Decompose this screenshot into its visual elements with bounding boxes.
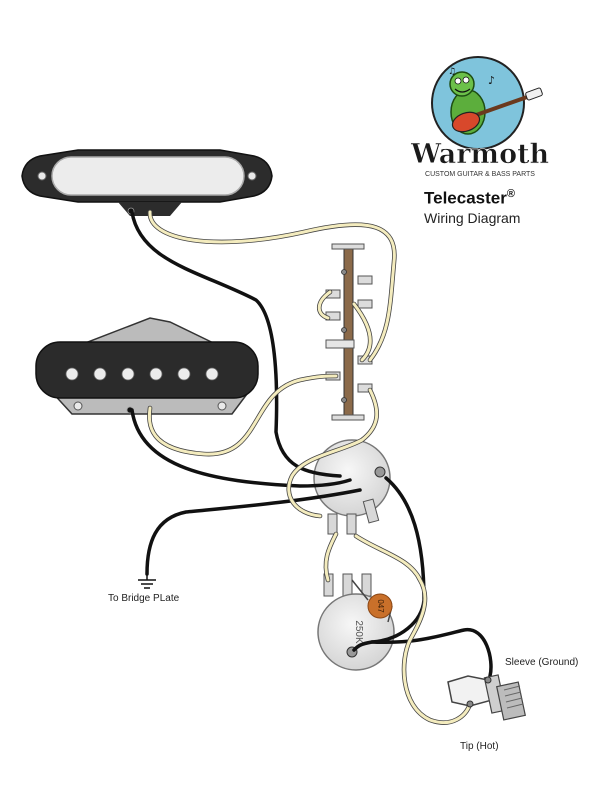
bridge-plate-label: To Bridge PLate: [108, 593, 180, 604]
tone-pot-value: 250K: [353, 620, 364, 644]
ground-wires: [130, 210, 493, 678]
capacitor-value: 047: [376, 599, 385, 613]
diagram-subtitle: Wiring Diagram: [424, 210, 521, 226]
brand-text: Warmoth: [410, 139, 550, 170]
output-jack: [447, 674, 527, 721]
three-way-switch: [325, 243, 373, 421]
pole-pieces: [65, 367, 219, 381]
tip-hot-label: Tip (Hot): [460, 741, 499, 752]
svg-text:♪: ♪: [488, 74, 495, 87]
ground-symbol-icon: [138, 574, 156, 589]
svg-text:♫: ♫: [448, 67, 456, 77]
hot-wires: [147, 209, 473, 725]
tagline-text: CUSTOM GUITAR & BASS PARTS: [425, 171, 535, 178]
diagram-title: Telecaster®: [424, 188, 515, 208]
capacitor: 047: [351, 579, 393, 623]
bridge-pickup: [35, 317, 259, 415]
sleeve-ground-label: Sleeve (Ground): [505, 657, 579, 668]
tone-pot: 250K: [317, 573, 395, 671]
neck-pickup: [21, 149, 273, 216]
hot-wires-fill: [147, 210, 472, 725]
volume-pot: [313, 439, 391, 535]
warmoth-logo: ♪ ♫ Warmoth CUSTOM GUITAR & BASS PARTS: [410, 56, 550, 178]
